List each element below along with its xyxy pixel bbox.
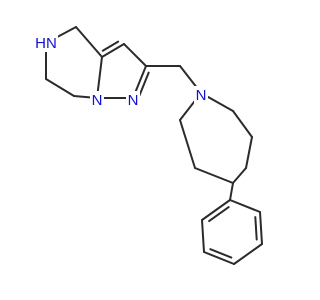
atom-label-hn: HN	[35, 35, 57, 52]
bond-21	[229, 199, 261, 213]
bond-26-double	[208, 206, 230, 223]
bond-15	[245, 136, 253, 169]
bond-3	[45, 78, 75, 97]
bond-25	[201, 219, 205, 253]
bond-6	[75, 26, 103, 58]
bond-18	[179, 119, 196, 169]
molecule-structure: HN N N N	[34, 26, 263, 265]
bond-10-double	[101, 40, 120, 52]
bond-23	[233, 243, 263, 265]
bond-9	[123, 43, 147, 67]
bond-14	[232, 110, 253, 138]
atom-n-bridge: N	[90, 91, 104, 109]
bond-8-double	[138, 71, 150, 97]
atom-hn: HN	[34, 34, 58, 52]
atom-n-pyrazole: N	[126, 91, 140, 109]
atom-label-n-bridge: N	[92, 92, 103, 109]
bond-20	[229, 182, 234, 201]
atom-n-azepane: N	[194, 86, 208, 104]
bond-24	[203, 251, 235, 265]
bond-10	[101, 43, 125, 58]
atom-label-n-azepane: N	[196, 87, 207, 104]
bond-16	[232, 167, 247, 184]
bond-22	[259, 211, 263, 245]
bond-layer	[45, 26, 263, 265]
bond-22-double	[254, 216, 258, 241]
bond-26	[201, 199, 231, 221]
bond-17	[194, 167, 234, 184]
atom-label-n-pyrazole: N	[128, 92, 139, 109]
bond-24-double	[209, 248, 233, 259]
